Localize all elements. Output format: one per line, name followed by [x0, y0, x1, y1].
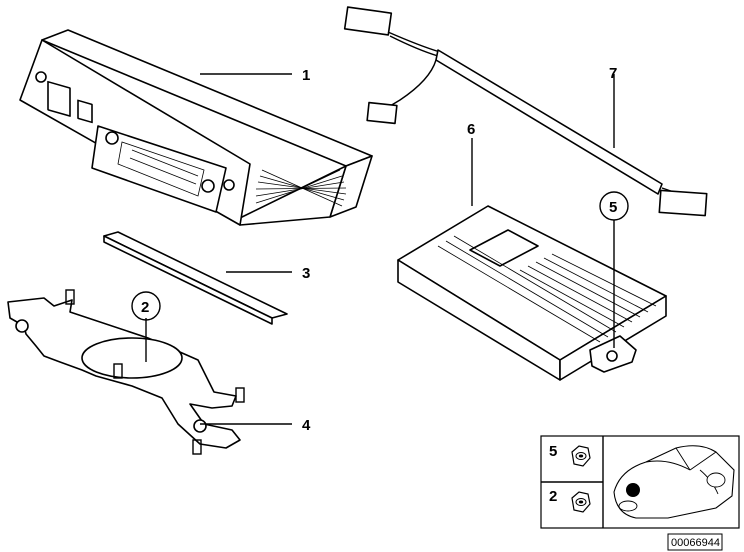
callout-part-4: 4: [302, 417, 311, 434]
control-unit-part-1: [19, 29, 373, 226]
car-location-icon: [613, 445, 735, 519]
document-id: 00066944: [667, 533, 723, 551]
callout-part-5: 5: [609, 199, 617, 216]
legend-box: 5 2: [540, 435, 740, 529]
cable-harness-part-7: [343, 6, 708, 217]
callout-part-1: 1: [302, 67, 310, 84]
pad-part-3: [103, 231, 288, 325]
leader-lines: [145, 73, 615, 425]
legend-label-2: 2: [549, 488, 557, 505]
callouts: 1 2 3 4 5 6 7: [131, 65, 629, 434]
legend-label-5: 5: [549, 443, 557, 460]
hex-nut-icon: [571, 491, 591, 513]
document-id-text: 00066944: [671, 537, 720, 549]
bracket-part-4: [7, 289, 245, 455]
hex-nut-icon: [571, 445, 591, 467]
callout-part-6: 6: [467, 121, 475, 138]
callout-part-2: 2: [141, 299, 149, 316]
callout-part-3: 3: [302, 265, 310, 282]
callout-part-7: 7: [609, 65, 617, 82]
amplifier-part-6: [397, 205, 667, 381]
